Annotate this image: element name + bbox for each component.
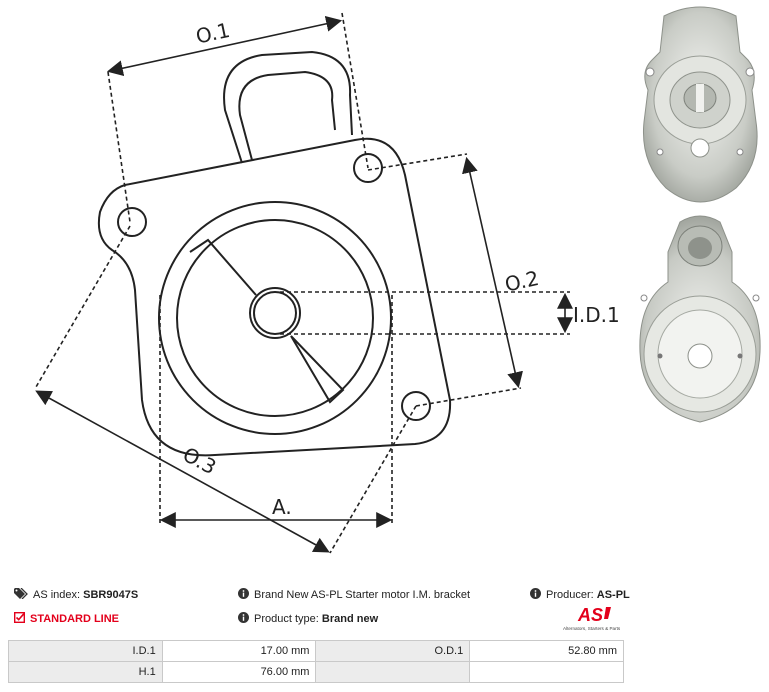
tags-icon <box>14 588 28 599</box>
spec-value: 76.00 mm <box>161 661 317 683</box>
standard-line-badge: STANDARD LINE <box>14 612 119 625</box>
product-photo-top <box>642 6 758 203</box>
label-a: A. <box>272 495 292 519</box>
shaft-hole-inner <box>253 291 297 335</box>
bracket-outline <box>97 137 452 457</box>
table-row: H.1 76.00 mm <box>8 661 624 683</box>
spec-label: I.D.1 <box>8 640 163 662</box>
label-od1: O.1 <box>194 18 232 49</box>
product-type-label: Product type: <box>254 613 319 625</box>
description-text: Brand New AS-PL Starter motor I.M. brack… <box>254 589 471 601</box>
as-index-value: SBR9047S <box>83 589 139 601</box>
producer-label: Producer: <box>546 589 594 601</box>
product-type-value: Brand new <box>321 613 379 625</box>
producer: Producer: AS-PL <box>530 588 630 601</box>
svg-text:AS: AS <box>577 605 603 625</box>
table-row: I.D.1 17.00 mm O.D.1 52.80 mm <box>8 640 624 662</box>
product-photo-bottom <box>639 215 761 423</box>
specs-table: I.D.1 17.00 mm O.D.1 52.80 mm H.1 76.00 … <box>8 640 624 683</box>
wedge-cut <box>189 238 345 404</box>
dim-od2 <box>462 156 523 389</box>
spec-value <box>469 661 624 683</box>
product-type: Product type: Brand new <box>238 612 378 625</box>
mount-hole-bottom <box>401 391 431 421</box>
spec-label: H.1 <box>8 661 163 683</box>
as-index: AS index: SBR9047S <box>14 588 138 601</box>
spec-value: 17.00 mm <box>161 640 317 662</box>
info-icon <box>530 588 541 599</box>
mount-hole-left <box>117 207 147 237</box>
shaft-hole-outer <box>249 287 301 339</box>
dim-od1 <box>106 15 343 77</box>
info-icon <box>238 612 249 623</box>
as-pl-logo: AS Alternators, Starters & Parts <box>563 605 621 631</box>
bracket-diagram: O.1 O.2 O.3 I.D.1 A. <box>35 12 620 554</box>
as-index-label: AS index: <box>33 589 81 601</box>
description: Brand New AS-PL Starter motor I.M. brack… <box>238 588 470 601</box>
standard-line-label: STANDARD LINE <box>30 613 120 625</box>
check-square-icon <box>14 612 25 623</box>
outer-ring <box>158 201 392 435</box>
spec-value: 52.80 mm <box>469 640 624 662</box>
spec-label <box>315 661 471 683</box>
producer-value: AS-PL <box>596 589 630 601</box>
inner-ring <box>176 219 374 417</box>
label-id1: I.D.1 <box>573 303 620 327</box>
info-icon <box>238 588 249 599</box>
svg-text:Alternators, Starters & Parts: Alternators, Starters & Parts <box>563 626 621 631</box>
spec-label: O.D.1 <box>315 640 471 662</box>
